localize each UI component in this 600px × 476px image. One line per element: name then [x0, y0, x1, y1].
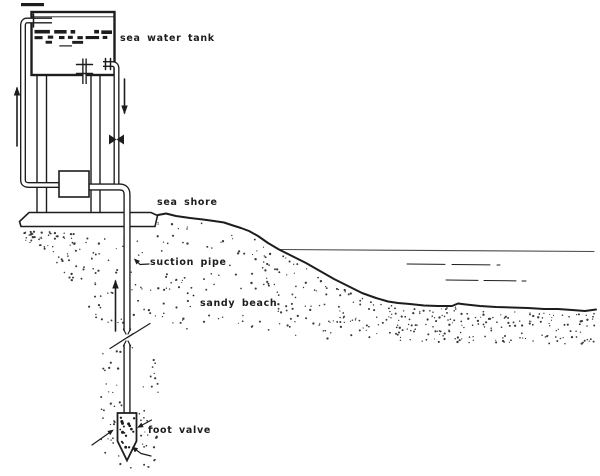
concrete-base — [18, 211, 159, 228]
pipe-break-symbol — [109, 322, 151, 350]
sand-stipple — [23, 222, 596, 469]
pump-box — [58, 170, 90, 198]
pipe-union-ticks — [32, 13, 112, 75]
foot-valve-arrow-left — [91, 429, 114, 446]
sea-water-surface-line — [278, 248, 595, 253]
suction-pipe-leader-arrow — [133, 258, 150, 266]
foot-valve-body — [116, 412, 138, 463]
tank-drain-pipe — [103, 61, 120, 184]
label-sandy-beach: sandy beach — [200, 298, 277, 309]
stray-sand-dot — [192, 294, 195, 297]
flow-down-arrow — [121, 78, 128, 115]
foot-valve-perforations — [119, 416, 136, 449]
label-sea-water-tank: sea water tank — [120, 33, 215, 44]
label-suction-pipe: suction pipe — [150, 257, 227, 268]
pipe-top-mark — [21, 3, 44, 7]
suction-pipe-upper — [88, 183, 131, 331]
foot-valve-leader-arrow — [137, 419, 153, 428]
tank-stand-legs — [36, 74, 101, 214]
wave-line-2 — [445, 279, 527, 282]
beach-profile-line — [157, 212, 597, 312]
tank-water-level — [34, 29, 112, 47]
foot-valve-arrow-bottom — [131, 446, 152, 457]
sea-water-tank-body — [30, 10, 116, 77]
drain-valve-symbol — [109, 134, 124, 145]
label-sea-shore: sea shore — [157, 197, 218, 208]
wave-line-1 — [406, 263, 501, 266]
flow-arrows — [13, 78, 153, 457]
suction-flow-up-arrow — [112, 279, 119, 332]
flow-up-arrow — [13, 86, 21, 147]
label-foot-valve: foot valve — [148, 425, 211, 436]
